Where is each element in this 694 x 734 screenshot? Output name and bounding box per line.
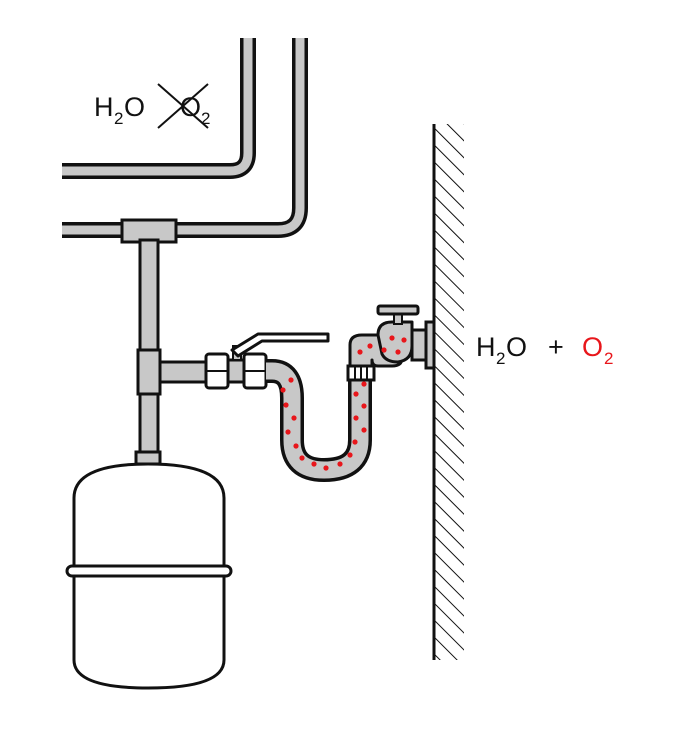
formula-top-o2: O bbox=[180, 92, 201, 122]
flexible-hose bbox=[266, 359, 376, 483]
ball-valve-icon bbox=[204, 332, 330, 390]
formula-top-sub-2: 2 bbox=[201, 109, 210, 128]
formula-right-sub-2: 2 bbox=[604, 349, 613, 368]
formula-top-h: H bbox=[94, 92, 114, 122]
formula-top-o: O bbox=[124, 92, 145, 122]
formula-right: H 2 O + O 2 bbox=[476, 332, 613, 368]
formula-right-sub-1: 2 bbox=[496, 349, 505, 368]
formula-top-sub-1: 2 bbox=[114, 109, 123, 128]
oxygen-particles bbox=[280, 335, 407, 471]
main-flow-pipe bbox=[62, 38, 308, 238]
formula-right-h: H bbox=[476, 332, 496, 362]
formula-top: H 2 O O 2 bbox=[94, 83, 210, 129]
formula-right-o: O bbox=[506, 332, 527, 362]
hatched-wall bbox=[432, 124, 464, 660]
upper-return-pipe bbox=[62, 38, 256, 179]
expansion-vessel-icon bbox=[65, 450, 233, 690]
formula-right-o2: O bbox=[582, 332, 603, 362]
faucet-icon bbox=[348, 304, 436, 370]
vertical-drop-pipe bbox=[136, 238, 208, 458]
formula-right-plus: + bbox=[548, 332, 564, 362]
cross-out-line-2 bbox=[157, 83, 209, 129]
